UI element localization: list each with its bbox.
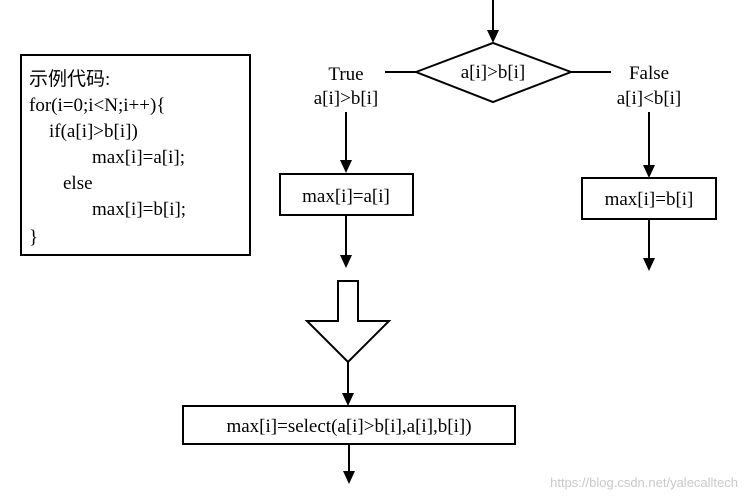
false-label: False	[629, 63, 669, 84]
false-out-arrowhead	[643, 258, 655, 271]
false-condition: a[i]<b[i]	[617, 88, 682, 109]
false-assign-label: max[i]=b[i]	[605, 189, 694, 210]
select-out-arrowhead	[343, 471, 355, 484]
code-line-close: }	[29, 227, 38, 248]
code-line-for: for(i=0;i<N;i++){	[29, 95, 165, 116]
select-in-arrowhead	[342, 393, 354, 406]
code-box: 示例代码: for(i=0;i<N;i++){ if(a[i]>b[i]) ma…	[20, 54, 251, 256]
code-line-assign-b: max[i]=b[i];	[92, 199, 186, 220]
false-arrowhead	[643, 165, 655, 178]
code-line-assign-a: max[i]=a[i];	[92, 147, 185, 168]
decision-label: a[i]>b[i]	[461, 62, 526, 83]
select-box	[182, 405, 516, 445]
watermark: https://blog.csdn.net/yalecalltech	[550, 475, 738, 490]
code-line-if: if(a[i]>b[i])	[49, 121, 138, 142]
true-assign-label: max[i]=a[i]	[302, 186, 390, 207]
true-arrowhead	[340, 160, 352, 173]
code-box-border	[20, 54, 251, 256]
true-condition: a[i]>b[i]	[314, 88, 379, 109]
true-label: True	[328, 64, 363, 85]
entry-arrowhead	[487, 30, 499, 43]
transform-arrow-icon	[304, 280, 392, 364]
false-assign-box	[581, 177, 717, 220]
true-out-arrowhead	[340, 255, 352, 268]
code-line-title: 示例代码:	[29, 68, 110, 90]
select-label: max[i]=select(a[i]>b[i],a[i],b[i])	[226, 416, 471, 437]
code-line-else: else	[63, 173, 93, 194]
decision-node: a[i]>b[i]	[413, 41, 574, 104]
